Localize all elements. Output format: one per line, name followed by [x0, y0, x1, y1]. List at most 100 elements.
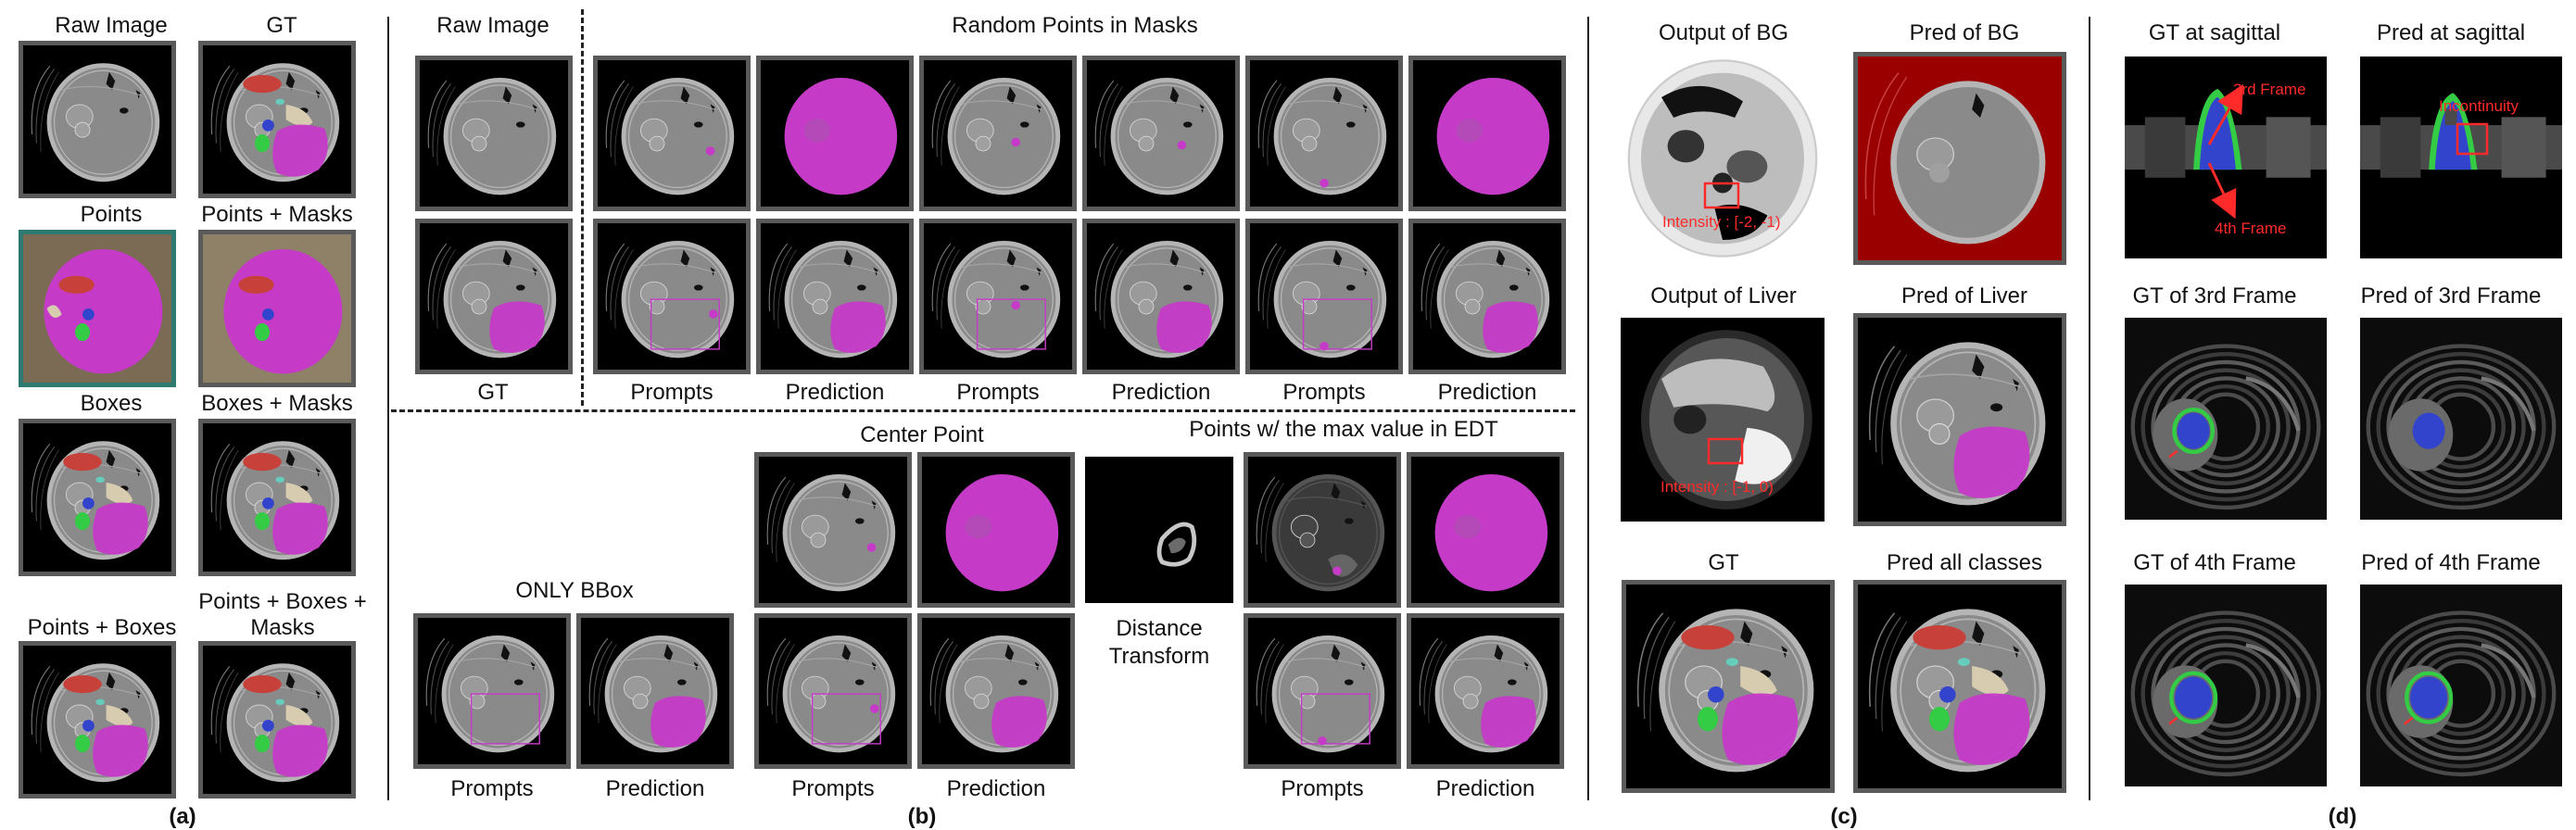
d-fourth-frame-text: 4th Frame [2215, 220, 2286, 237]
c-pred-all-image-graphic [1858, 585, 2062, 788]
b-rp-pred-2-top [1082, 56, 1240, 211]
b-edt-pred-bottom-graphic [1411, 618, 1559, 764]
label-b-distance-transform: Distance Transform [1108, 616, 1210, 669]
label-a-points-boxes: Points + Boxes [27, 615, 177, 640]
b-center-pred-top [917, 452, 1075, 608]
b-gt-image [415, 219, 573, 374]
divider-ab [387, 17, 389, 800]
label-c-pred-bg: Pred of BG [1909, 20, 2020, 45]
label-b-center-point: Center Point [860, 422, 984, 447]
a-points-boxes-masks-image-graphic [203, 646, 351, 794]
label-b-raw-image: Raw Image [436, 13, 549, 38]
d-gt-sagittal-image-graphic [2125, 57, 2327, 258]
label-d-gt-4th: GT of 4th Frame [2133, 550, 2296, 575]
b-rp-pred-3-bottom [1408, 219, 1566, 374]
label-b-prediction-2: Prediction [1111, 380, 1211, 405]
b-rp-prompt-1-bottom-graphic [598, 223, 746, 370]
label-a-boxes-masks: Boxes + Masks [201, 391, 353, 416]
label-b-prompts-3: Prompts [1282, 380, 1366, 405]
d-arrow-3rd-frame [2207, 83, 2243, 145]
a-raw-image-graphic [23, 45, 171, 194]
d-pred-3rd-image-graphic [2360, 318, 2562, 520]
b-rp-prompt-2-bottom [919, 219, 1077, 374]
d-pred-sagittal-image [2355, 52, 2567, 263]
b-raw-image-graphic [420, 60, 568, 207]
b-rp-prompt-3-top-graphic [1250, 60, 1398, 207]
c-bg-highlight-box [1703, 182, 1740, 209]
b-edt-prompt-top [1244, 452, 1401, 608]
b-center-prompt-top-graphic [759, 457, 907, 603]
label-b-gt: GT [477, 380, 509, 405]
b-rp-prompt-3-top [1245, 56, 1403, 211]
a-points-boxes-image-graphic [23, 646, 171, 794]
a-boxes-masks-image-graphic [203, 423, 351, 572]
d-gt-3rd-image [2120, 313, 2331, 524]
label-a-points-boxes-masks: Points + Boxes + Masks [198, 589, 367, 640]
b-edt-prompt-top-graphic [1248, 457, 1396, 603]
d-pred-4th-image-graphic [2360, 585, 2562, 786]
label-c-output-bg: Output of BG [1658, 20, 1789, 45]
label-b-center-prompts: Prompts [791, 776, 875, 801]
d-third-frame-text: 3rd Frame [2233, 81, 2305, 98]
d-gt-4th-image [2120, 580, 2331, 791]
b-edt-prompt-bottom [1244, 613, 1401, 769]
c-pred-liver-image-graphic [1858, 318, 2062, 522]
panel-letter-b: (b) [907, 804, 937, 829]
divider-cd [2089, 17, 2090, 800]
d-pred-3rd-image [2355, 313, 2567, 524]
d-incontinuity-text: Incontinuity [2439, 97, 2519, 115]
b-center-prompt-top [754, 452, 912, 608]
label-b-max-edt: Points w/ the max value in EDT [1189, 417, 1498, 442]
label-b-only-bbox: ONLY BBox [515, 578, 634, 603]
a-gt-image-graphic [203, 45, 351, 194]
b-edt-pred-top [1407, 452, 1564, 608]
d-incontinuity-box [2456, 122, 2489, 156]
a-points-masks-image [198, 230, 356, 387]
b-rp-pred-2-top-graphic [1087, 60, 1235, 207]
b-bbox-pred-graphic [581, 618, 729, 764]
b-rp-prompt-1-bottom [593, 219, 751, 374]
a-boxes-image [19, 419, 176, 576]
divider-bc [1587, 17, 1589, 800]
c-bg-intensity-text: Intensity : [-2, -1) [1662, 213, 1781, 231]
b-distance-transform-image [1080, 452, 1238, 608]
label-d-pred-sagittal: Pred at sagittal [2376, 20, 2526, 45]
d-arrow-4th-frame [2207, 162, 2237, 220]
b-rp-prompt-2-top [919, 56, 1077, 211]
a-points-masks-image-graphic [203, 234, 351, 383]
c-output-liver-image-graphic [1621, 318, 1825, 522]
c-pred-bg-image-graphic [1858, 57, 2062, 260]
a-points-image-graphic [23, 234, 171, 383]
c-output-bg-image-graphic [1621, 57, 1825, 260]
b-rp-pred-3-top [1408, 56, 1566, 211]
b-edt-prompt-bottom-graphic [1248, 618, 1396, 764]
d-gt-4th-image-graphic [2125, 585, 2327, 786]
c-output-bg-image [1616, 52, 1829, 265]
d-gt-sagittal-image [2120, 52, 2331, 263]
panel-letter-a: (a) [169, 804, 196, 829]
label-d-gt-3rd: GT of 3rd Frame [2132, 283, 2297, 308]
b-center-prompt-bottom [754, 613, 912, 769]
a-boxes-masks-image [198, 419, 356, 576]
label-b-prediction-3: Prediction [1437, 380, 1537, 405]
b-rp-prompt-2-top-graphic [924, 60, 1072, 207]
a-raw-image [19, 41, 176, 198]
b-rp-prompt-3-bottom-graphic [1250, 223, 1398, 370]
label-a-raw-image: Raw Image [55, 13, 168, 38]
label-a-points: Points [80, 202, 143, 227]
b-center-pred-bottom-graphic [922, 618, 1070, 764]
c-output-liver-image [1616, 313, 1829, 526]
label-b-edt-prompts: Prompts [1281, 776, 1364, 801]
b-edt-pred-bottom [1407, 613, 1564, 769]
label-b-bbox-prompts: Prompts [450, 776, 534, 801]
b-rp-pred-1-bottom [756, 219, 914, 374]
c-pred-all-image [1853, 580, 2066, 793]
a-points-boxes-image [19, 641, 176, 799]
c-liver-highlight-box [1707, 437, 1744, 465]
c-liver-intensity-text: Intensity : [-1, 0) [1661, 478, 1774, 496]
d-gt-3rd-image-graphic [2125, 318, 2327, 520]
label-a-points-masks: Points + Masks [201, 202, 353, 227]
c-annotations: Intensity : [-2, -1) Intensity : [-1, 0) [1661, 182, 1781, 496]
label-c-output-liver: Output of Liver [1650, 283, 1797, 308]
b-rp-pred-1-top [756, 56, 914, 211]
